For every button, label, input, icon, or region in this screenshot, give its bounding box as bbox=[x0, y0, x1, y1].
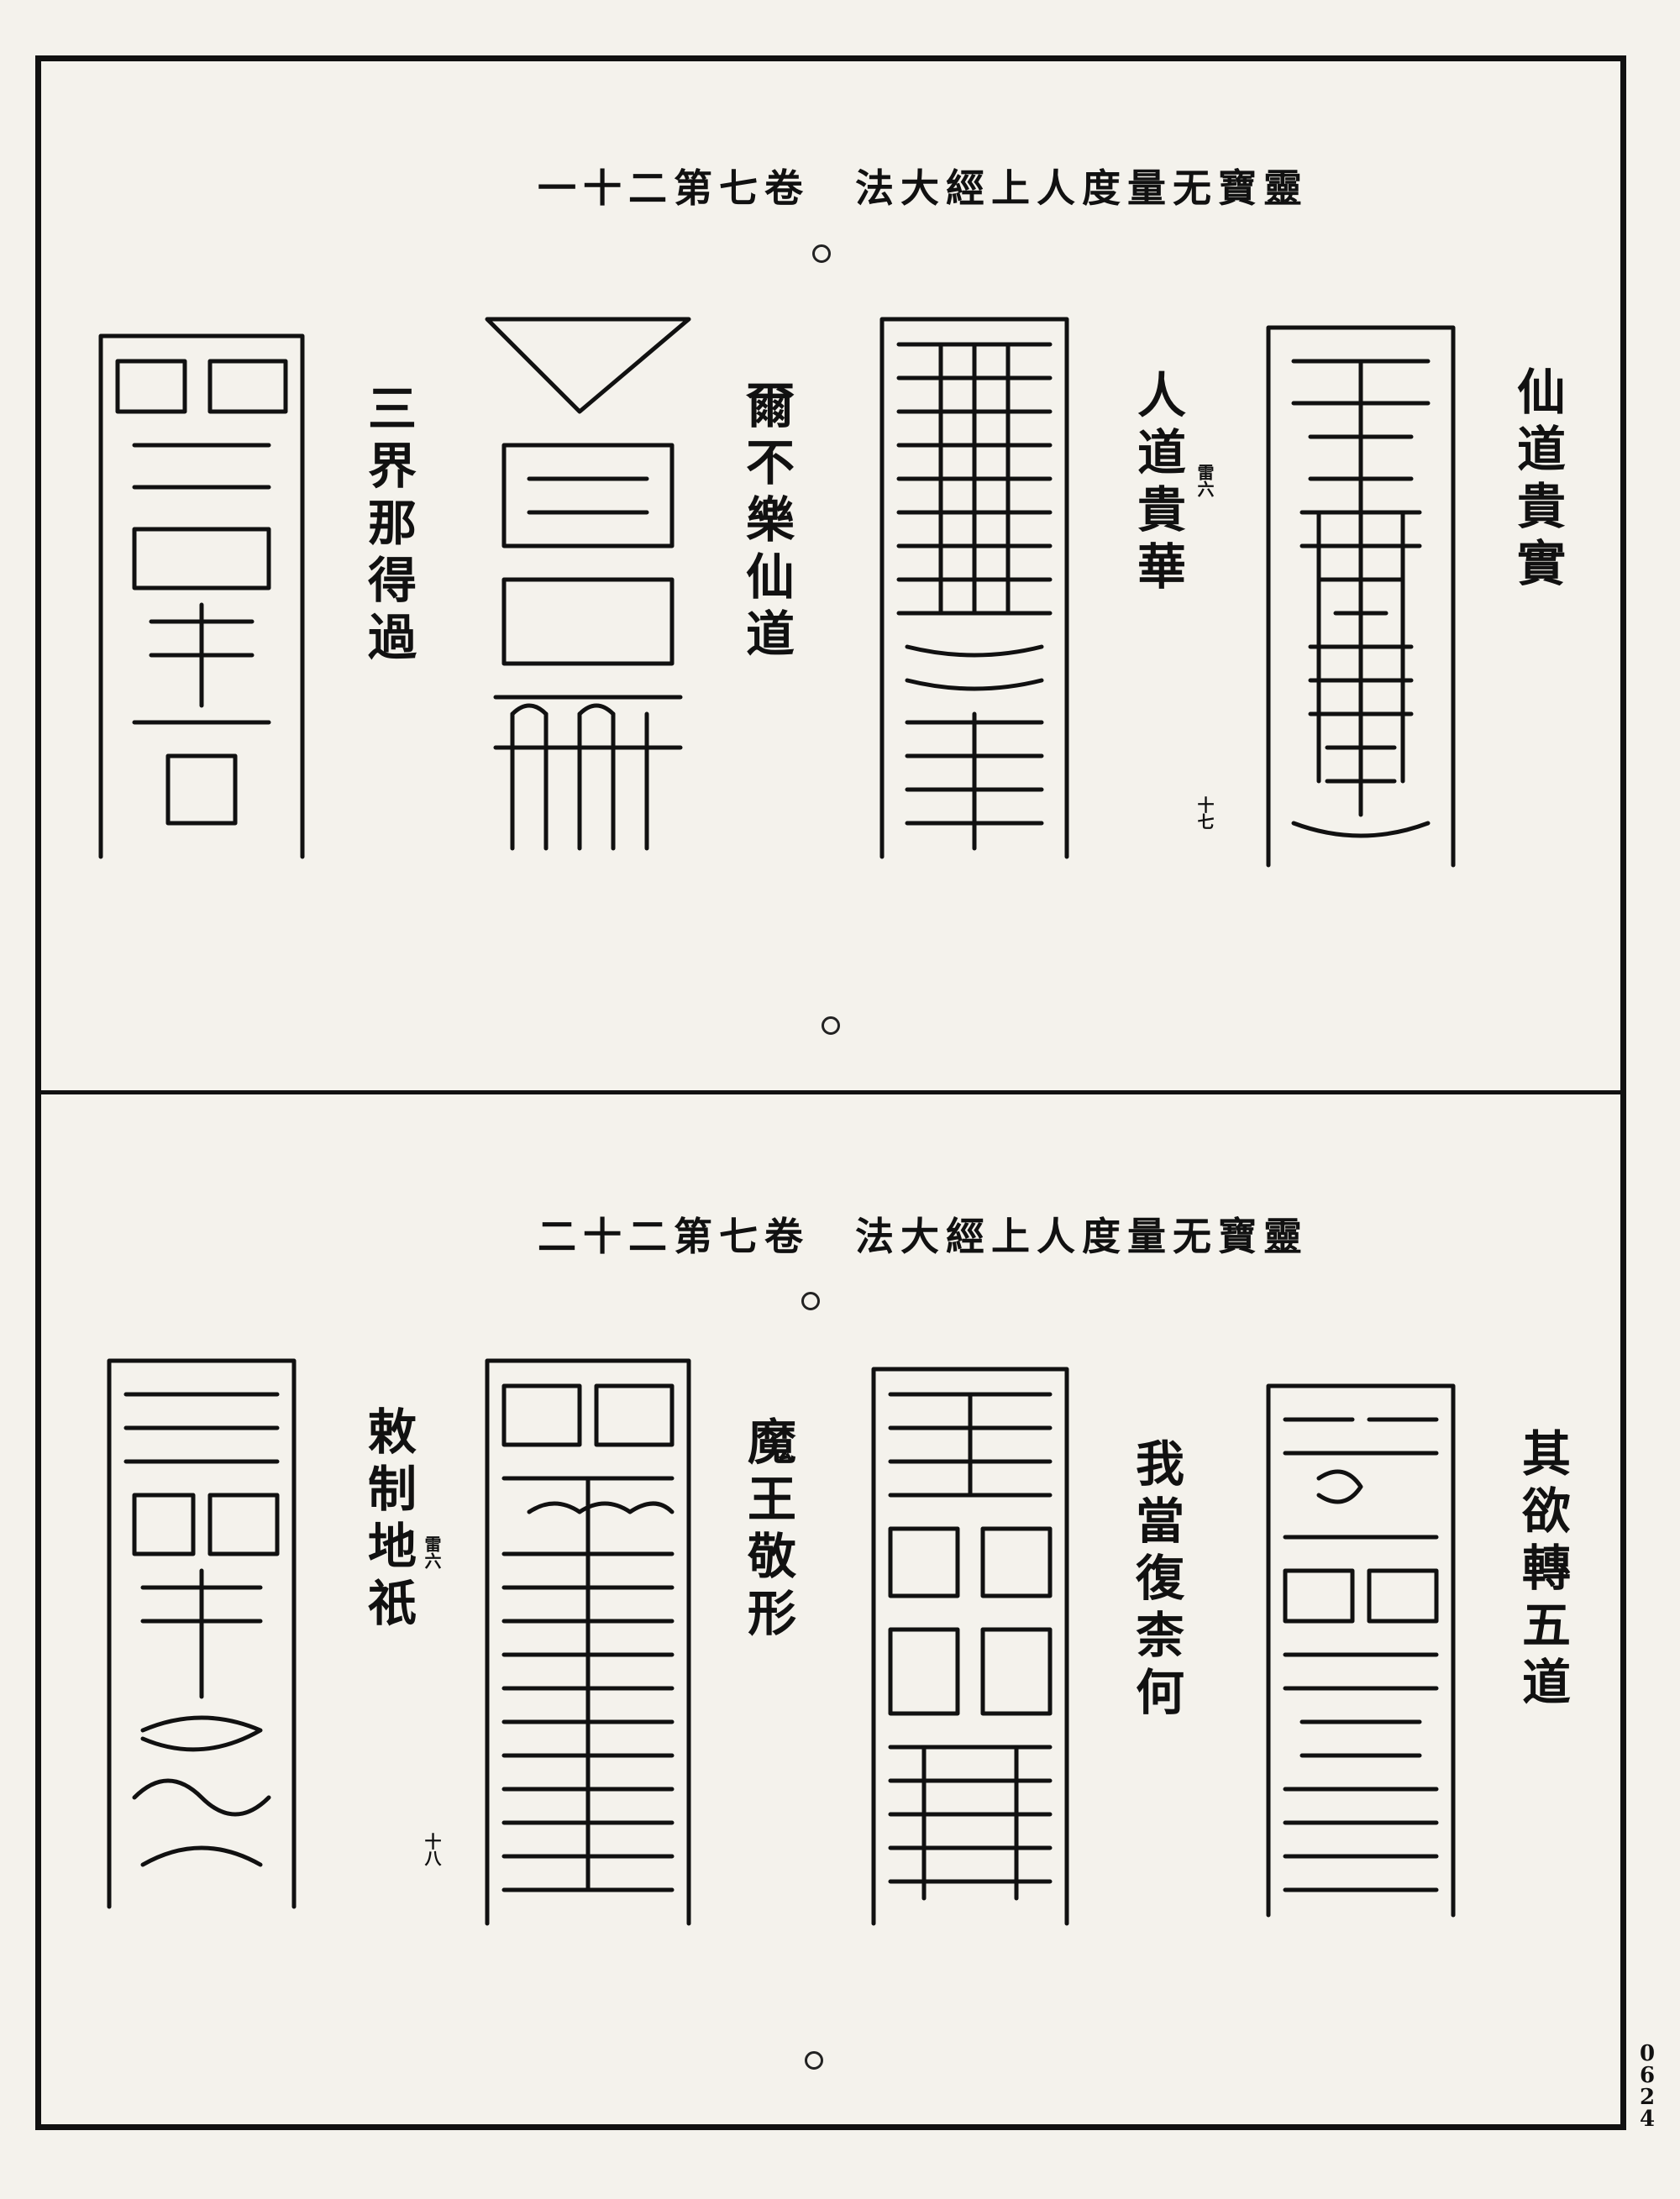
talisman-number: 十八 bbox=[422, 1833, 442, 1866]
talisman-seal bbox=[865, 1361, 1075, 1932]
caption-4: 三界那得過 bbox=[360, 383, 417, 669]
small-note: 雷六 bbox=[1194, 464, 1215, 497]
caption-6: 我當復柰何 bbox=[1127, 1438, 1184, 1724]
talisman-seal bbox=[479, 1352, 697, 1932]
caption-7: 魔王敬形 bbox=[739, 1416, 796, 1645]
caption-8: 敕制地祇 bbox=[360, 1406, 417, 1635]
talisman-seal bbox=[479, 311, 697, 865]
caption-1: 仙道貴實 bbox=[1509, 366, 1566, 595]
talisman-number: 十七 bbox=[1194, 796, 1215, 830]
caption-5: 其欲轉五道 bbox=[1514, 1428, 1571, 1714]
talisman-seal bbox=[92, 1344, 311, 1915]
talisman-seal bbox=[1252, 1369, 1470, 1923]
binding-hole bbox=[805, 2051, 823, 2070]
binding-hole bbox=[801, 1292, 820, 1310]
talisman-seal bbox=[84, 319, 319, 865]
panel-divider bbox=[35, 1090, 1626, 1094]
talisman-seal bbox=[874, 311, 1075, 865]
binding-hole bbox=[812, 244, 831, 263]
binding-hole bbox=[822, 1016, 840, 1035]
talisman-seal bbox=[1260, 311, 1462, 874]
bottom-header: 二十二第七卷 法大經上人度量无寶靈 bbox=[538, 1214, 1309, 1259]
page-number: 0 6 2 4 bbox=[1639, 2041, 1656, 2132]
caption-3: 爾不樂仙道 bbox=[738, 380, 795, 665]
caption-2: 人道貴華 bbox=[1129, 370, 1186, 598]
top-header: 一十二第七卷 法大經上人度量无寶靈 bbox=[538, 165, 1309, 211]
small-note: 雷六 bbox=[422, 1535, 442, 1569]
